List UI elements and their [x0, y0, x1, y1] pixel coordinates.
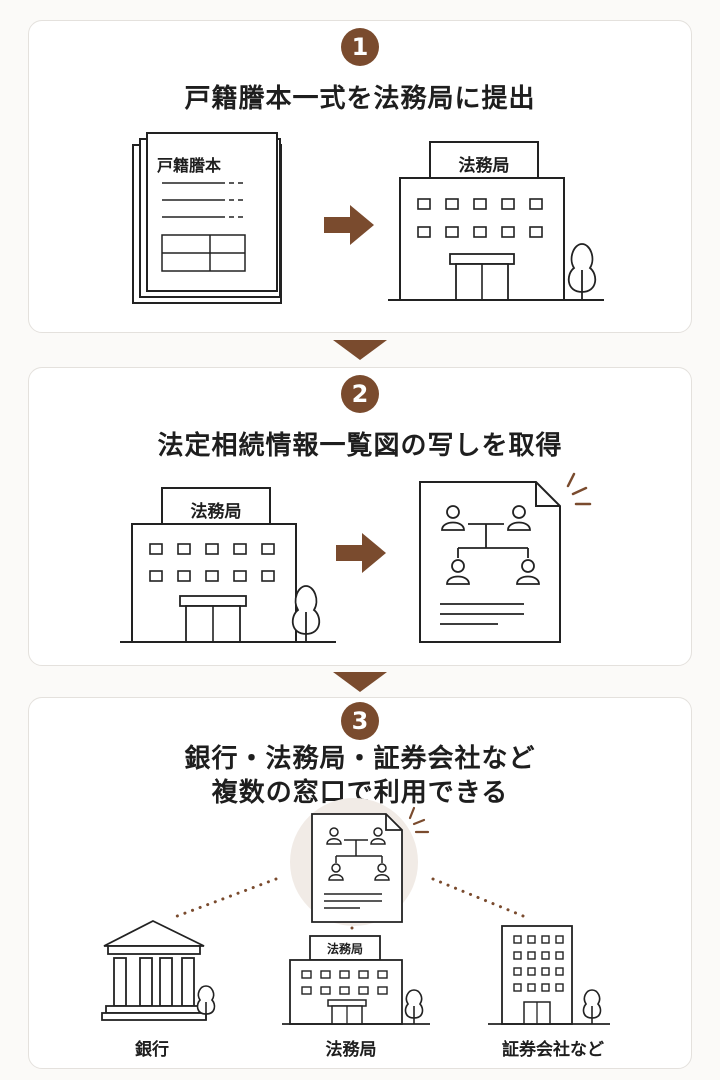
tree-icon — [582, 989, 602, 1024]
destination-label-bank: 銀行 — [135, 1040, 169, 1060]
family-tree-document-icon — [419, 472, 592, 643]
building-icon — [120, 487, 336, 643]
step-connector-arrow — [333, 672, 387, 692]
step-1-title: 戸籍謄本一式を法務局に提出 — [184, 84, 536, 114]
step-2-title: 法定相続情報一覧図の写しを取得 — [157, 431, 563, 461]
step-connector-arrow — [333, 340, 387, 360]
family-tree-document-icon — [290, 798, 430, 926]
building-icon — [282, 935, 430, 1025]
building-sign-label: 法務局 — [458, 156, 510, 176]
step-3-title-line-1: 銀行・法務局・証券会社など — [184, 744, 536, 774]
office-tower-icon — [488, 925, 610, 1025]
tree-icon — [404, 989, 424, 1024]
document-label: 戸籍謄本 — [157, 156, 222, 175]
arrow-right-icon — [324, 205, 374, 245]
document-stack-icon — [132, 132, 282, 304]
bank-icon — [101, 919, 216, 1021]
destination-label-securities: 証券会社など — [502, 1040, 604, 1060]
tree-icon — [196, 985, 216, 1020]
building-icon — [388, 141, 604, 301]
tree-icon — [291, 585, 321, 642]
destination-label-legal-bureau: 法務局 — [325, 1040, 377, 1060]
building-sign-label: 法務局 — [326, 942, 363, 956]
step-2-number-badge: 2 — [341, 375, 379, 413]
step-3-number-badge: 3 — [341, 702, 379, 740]
step-1-number-badge: 1 — [341, 28, 379, 66]
tree-icon — [567, 243, 597, 300]
building-sign-label: 法務局 — [190, 502, 242, 522]
arrow-right-icon — [336, 533, 386, 573]
